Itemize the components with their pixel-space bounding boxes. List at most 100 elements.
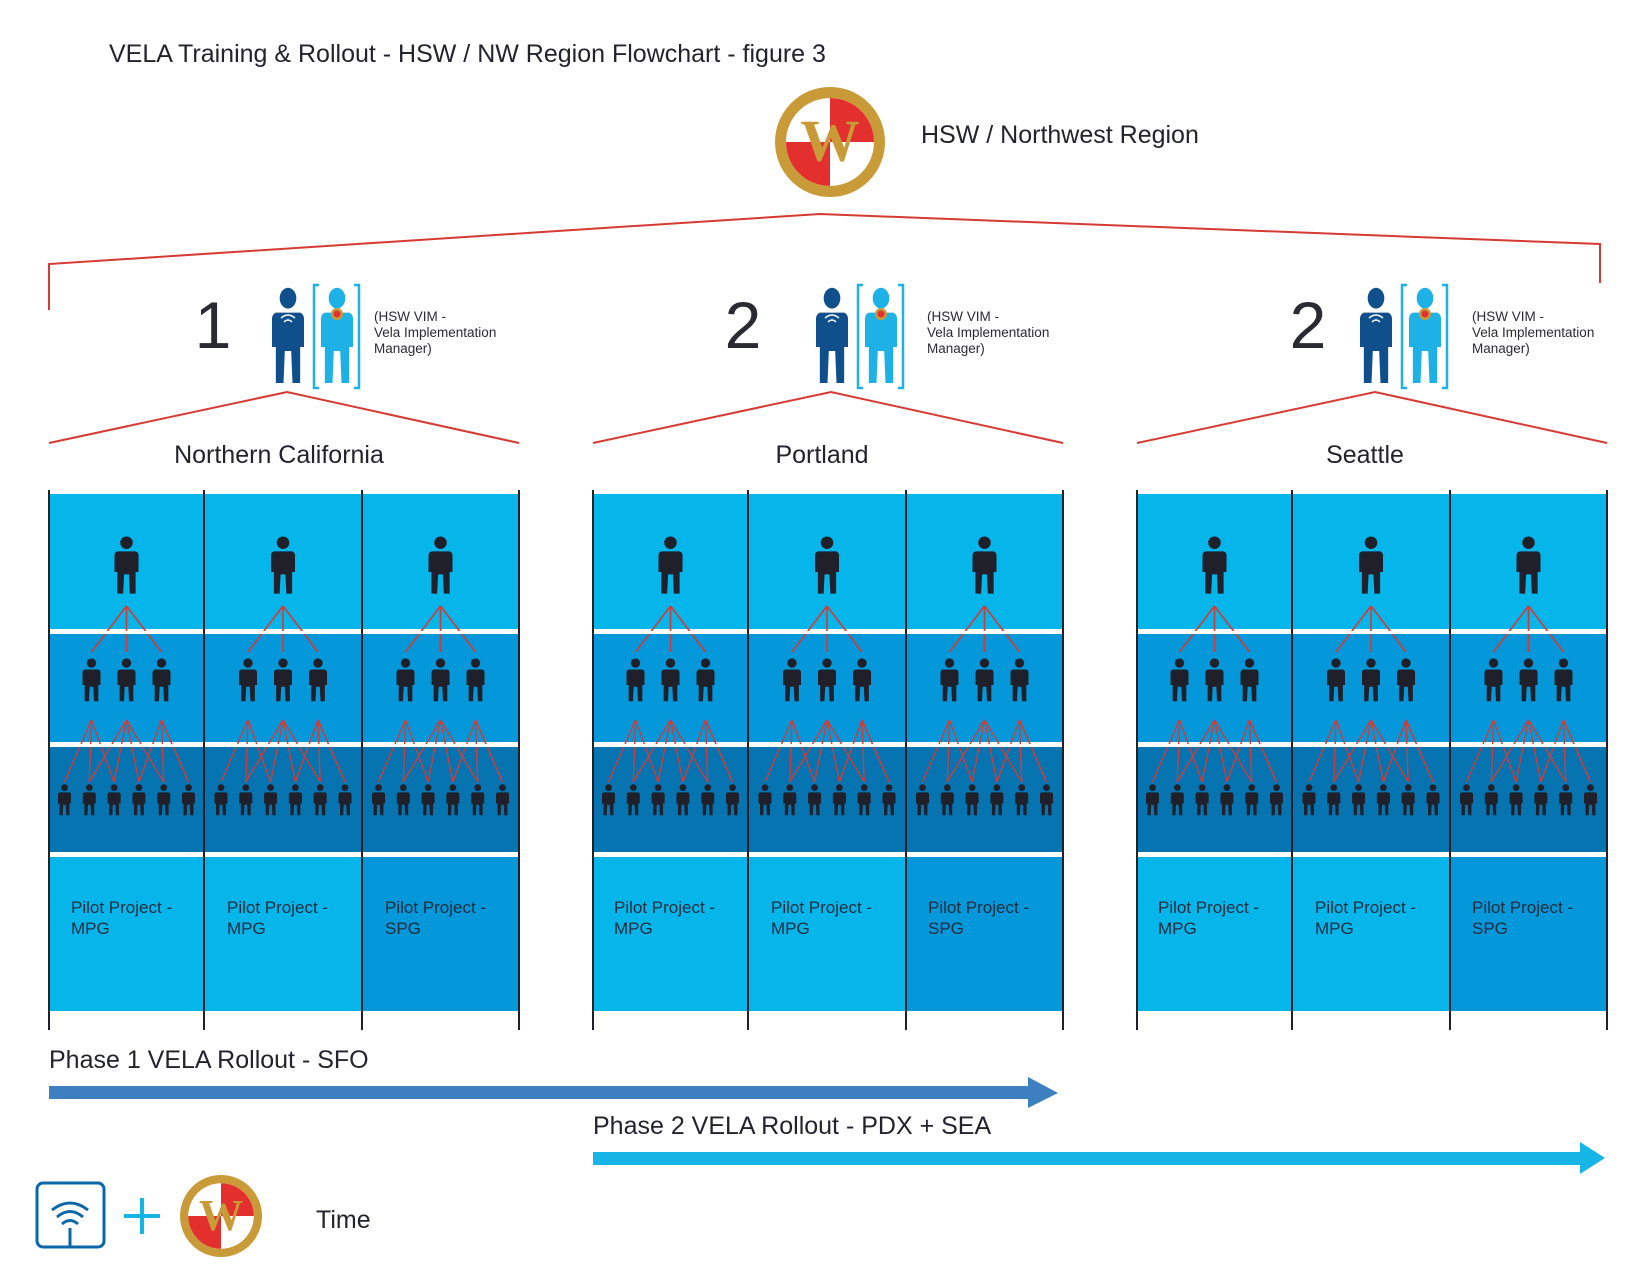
hq-connector-bracket [48, 212, 1601, 310]
time-label: Time [316, 1206, 371, 1234]
tier3-band [906, 746, 1063, 852]
connector-line [1308, 719, 1337, 783]
connector-line [1248, 719, 1278, 783]
connector-line [1357, 719, 1372, 783]
vim-figures [272, 283, 361, 390]
tier3-band [1450, 746, 1607, 852]
region-connector [48, 390, 520, 444]
connector-line [861, 719, 865, 783]
phase2-arrow [593, 1142, 1605, 1174]
connector-line [439, 605, 477, 653]
connector-line [245, 719, 284, 783]
bracket-left [856, 283, 863, 390]
connector-line [1333, 719, 1337, 783]
phase2-label: Phase 2 VELA Rollout - PDX + SEA [593, 1112, 992, 1140]
person-wireless-icon [1360, 287, 1392, 383]
pilot-project-cell [593, 856, 748, 1011]
vim-figures [1360, 283, 1449, 390]
tier-divider [49, 854, 519, 857]
pilot-project-label: Pilot Project -SPG [1472, 898, 1574, 938]
connector-line [90, 605, 128, 653]
connector-line [1405, 719, 1434, 783]
pilot-project-label: Pilot Project -MPG [1315, 898, 1417, 938]
connector-line [1248, 719, 1253, 783]
connector-line [996, 719, 1021, 783]
connector-line [946, 719, 986, 783]
connector-line [90, 719, 115, 783]
connector-line [269, 719, 284, 783]
connector-line [948, 719, 973, 783]
pilot-project-label: Pilot Project -SPG [928, 898, 1030, 938]
tier-divider [1137, 744, 1607, 747]
connector-line [1562, 719, 1592, 783]
connector-line [1492, 605, 1530, 653]
connector-line [63, 719, 93, 783]
pilot-project-cell [362, 856, 519, 1011]
connector-line [826, 719, 865, 783]
w-emblem-legend-icon [180, 1175, 262, 1257]
connector-line [294, 719, 319, 783]
vim-count: 1 [194, 288, 232, 362]
connector-line [377, 719, 407, 783]
connector-line [789, 719, 828, 783]
connector-line [1370, 605, 1407, 653]
pilot-project-label: Pilot Project -MPG [71, 898, 173, 938]
connector-line [838, 719, 863, 783]
tier-divider [49, 744, 519, 747]
bracket-left [312, 283, 319, 390]
pilot-project-cell [204, 856, 362, 1011]
connector-line [1492, 719, 1517, 783]
connector-line [632, 719, 672, 783]
pilot-project-cell [49, 856, 204, 1011]
connector-line [247, 605, 284, 653]
tier-divider [593, 744, 1063, 747]
connector-line [1465, 719, 1495, 783]
connector-line [813, 719, 828, 783]
phase1-arrow [49, 1077, 1058, 1108]
connector-line [160, 719, 165, 783]
pilot-project-label: Pilot Project -MPG [227, 898, 329, 938]
connector-line [632, 719, 637, 783]
page-title: VELA Training & Rollout - HSW / NW Regio… [109, 40, 826, 68]
pilot-project-cell [906, 856, 1063, 1011]
connector-line [247, 719, 272, 783]
connector-line [1213, 719, 1228, 783]
connector-line [1176, 719, 1181, 783]
vim-count: 2 [724, 288, 762, 362]
person-w-badge-icon [1409, 287, 1441, 383]
wireless-mark [824, 314, 840, 319]
bracket-left [1400, 283, 1407, 390]
wireless-mark [1368, 314, 1384, 319]
connector-line [669, 605, 707, 653]
connector-line [1335, 719, 1360, 783]
wireless-mark [283, 319, 293, 323]
wireless-mark [827, 319, 837, 323]
connector-line [1018, 719, 1048, 783]
connector-line [474, 719, 504, 783]
connector-line [764, 719, 793, 783]
vim-figures [816, 283, 905, 390]
connector-line [826, 605, 863, 653]
connector-line [983, 605, 1021, 653]
connector-line [657, 719, 672, 783]
region-block [1136, 283, 1608, 1030]
connector-line [1201, 719, 1216, 783]
connector-line [826, 719, 841, 783]
connector-line [1213, 605, 1251, 653]
connector-line [245, 719, 249, 783]
connector-line [282, 605, 319, 653]
connector-line [948, 605, 986, 653]
pilot-project-label: Pilot Project -MPG [1158, 898, 1260, 938]
connector-line [402, 719, 407, 783]
w-badge-center [1421, 310, 1429, 318]
tier3-band [593, 746, 748, 852]
tier3-band [49, 746, 204, 852]
connector-line [682, 719, 707, 783]
region-connector [592, 390, 1064, 444]
region-name-northern-california: Northern California [174, 441, 384, 469]
connector-line [1213, 719, 1253, 783]
connector-line [861, 719, 890, 783]
